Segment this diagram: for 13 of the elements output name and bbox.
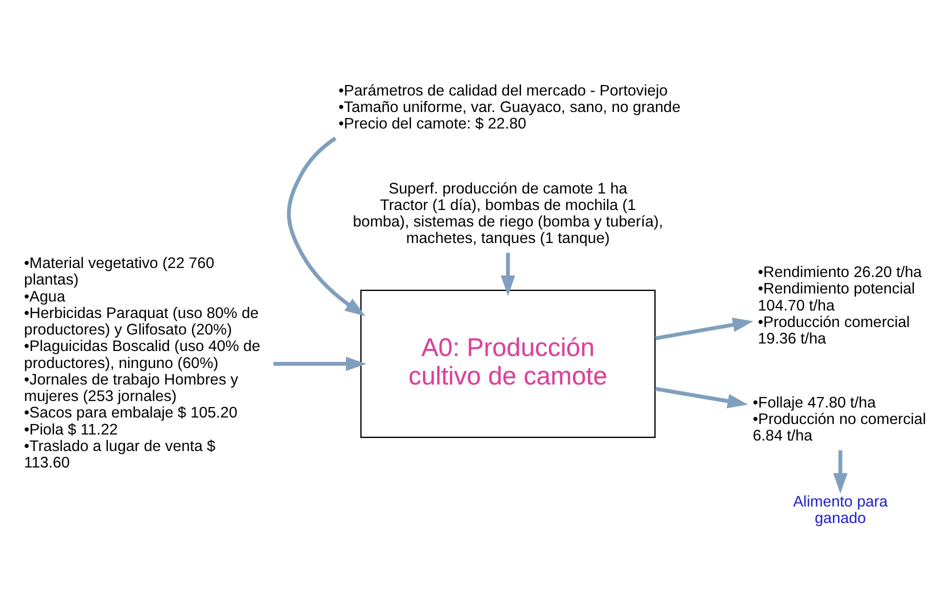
node-text: •Rendimiento 26.20 t/ha •Rendimiento potencial 104.70 t/ha •Producción comercial 19.36 t/ha <box>758 264 922 348</box>
node-text: Superf. producción de camote 1 ha Tractor (1 día), bombas de mochila (1 bomba), sistemas de riego (bomba y tubería), machetes, tanques (1 tanque) <box>352 180 664 248</box>
arrow <box>273 356 366 372</box>
arrow <box>655 386 748 408</box>
node-text: Alimento para ganado <box>793 494 888 528</box>
node-box: A0: Producción cultivo de camote <box>360 290 656 438</box>
node-text: •Material vegetativo (22 760 plantas) •Agua •Herbicidas Paraquat (uso 80% de productores) y Glifosato (20%) •Plaguicidas Boscalid (uso 40% de productores), ninguno (60%) •Jornales de trabajo Hombres y mujeres (253 jornales) •Sacos para embalaje $ 105.20 •Piola $ 11.22 •Traslado a lugar de venta $ 113.60 <box>24 255 260 472</box>
arrow <box>286 136 366 316</box>
node-text: •Follaje 47.80 t/ha •Producción no comercial 6.84 t/ha <box>752 394 926 445</box>
arrow <box>655 318 754 340</box>
node-text: •Parámetros de calidad del mercado - Portoviejo •Tamaño uniforme, var. Guayaco, sano, no grande •Precio del camote: $ 22.80 <box>338 82 681 133</box>
arrow <box>500 252 516 296</box>
arrow <box>833 450 848 494</box>
